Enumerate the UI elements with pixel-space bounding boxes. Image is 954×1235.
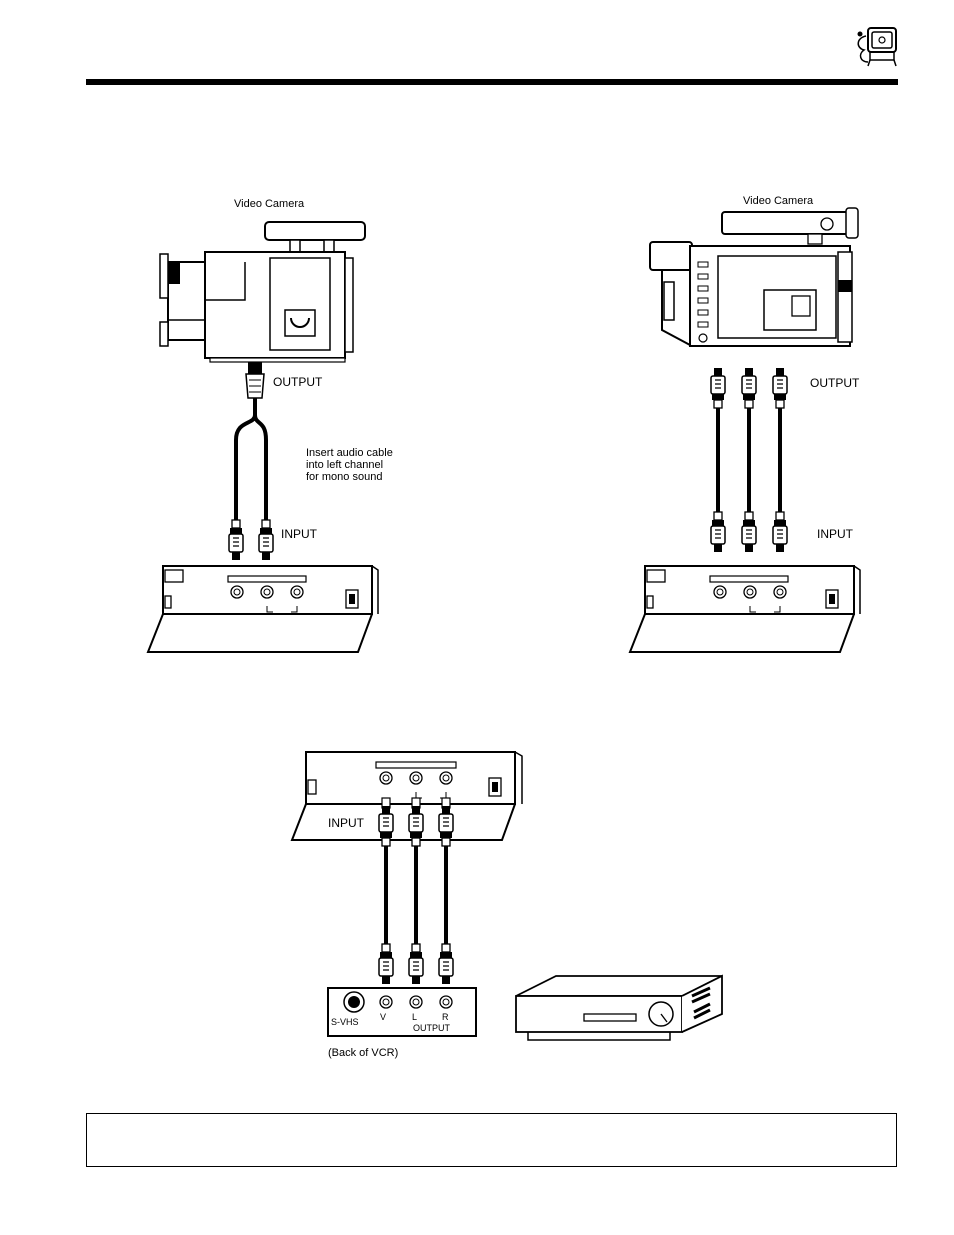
mono-note-line-2: into left channel [306,459,383,471]
video-camera-right [650,208,858,346]
vcr-l-label: L [412,1012,417,1022]
tv-input-panel-left [148,566,378,652]
output-right-label: OUTPUT [810,376,860,390]
note-box [86,1113,897,1167]
av-cables-bottom [379,798,453,984]
video-camera-left-label: Video Camera [234,198,305,210]
input-right-label: INPUT [817,527,854,541]
input-left-label: INPUT [281,527,318,541]
mono-note-line-3: for mono sound [306,471,382,483]
rca-plug [229,520,243,560]
vcr-unit [516,976,722,1040]
vcr-r-label: R [442,1012,449,1022]
svhs-label: S-VHS [331,1017,359,1027]
vcr-output-label: OUTPUT [413,1023,451,1033]
tv-input-panel-right [630,566,860,652]
output-left-label: OUTPUT [273,375,323,389]
vcr-back-panel [328,988,476,1036]
rca-plug [259,520,273,560]
y-cable [229,362,273,560]
av-cables-right [711,368,787,552]
tv-input-panel-bottom [292,752,522,840]
video-camera-left [160,222,365,362]
mono-note-line-1: Insert audio cable [306,447,393,459]
video-camera-right-label: Video Camera [743,195,814,207]
back-of-vcr-label: (Back of VCR) [328,1047,398,1059]
vcr-v-label: V [380,1012,386,1022]
input-bottom-label: INPUT [328,816,365,830]
